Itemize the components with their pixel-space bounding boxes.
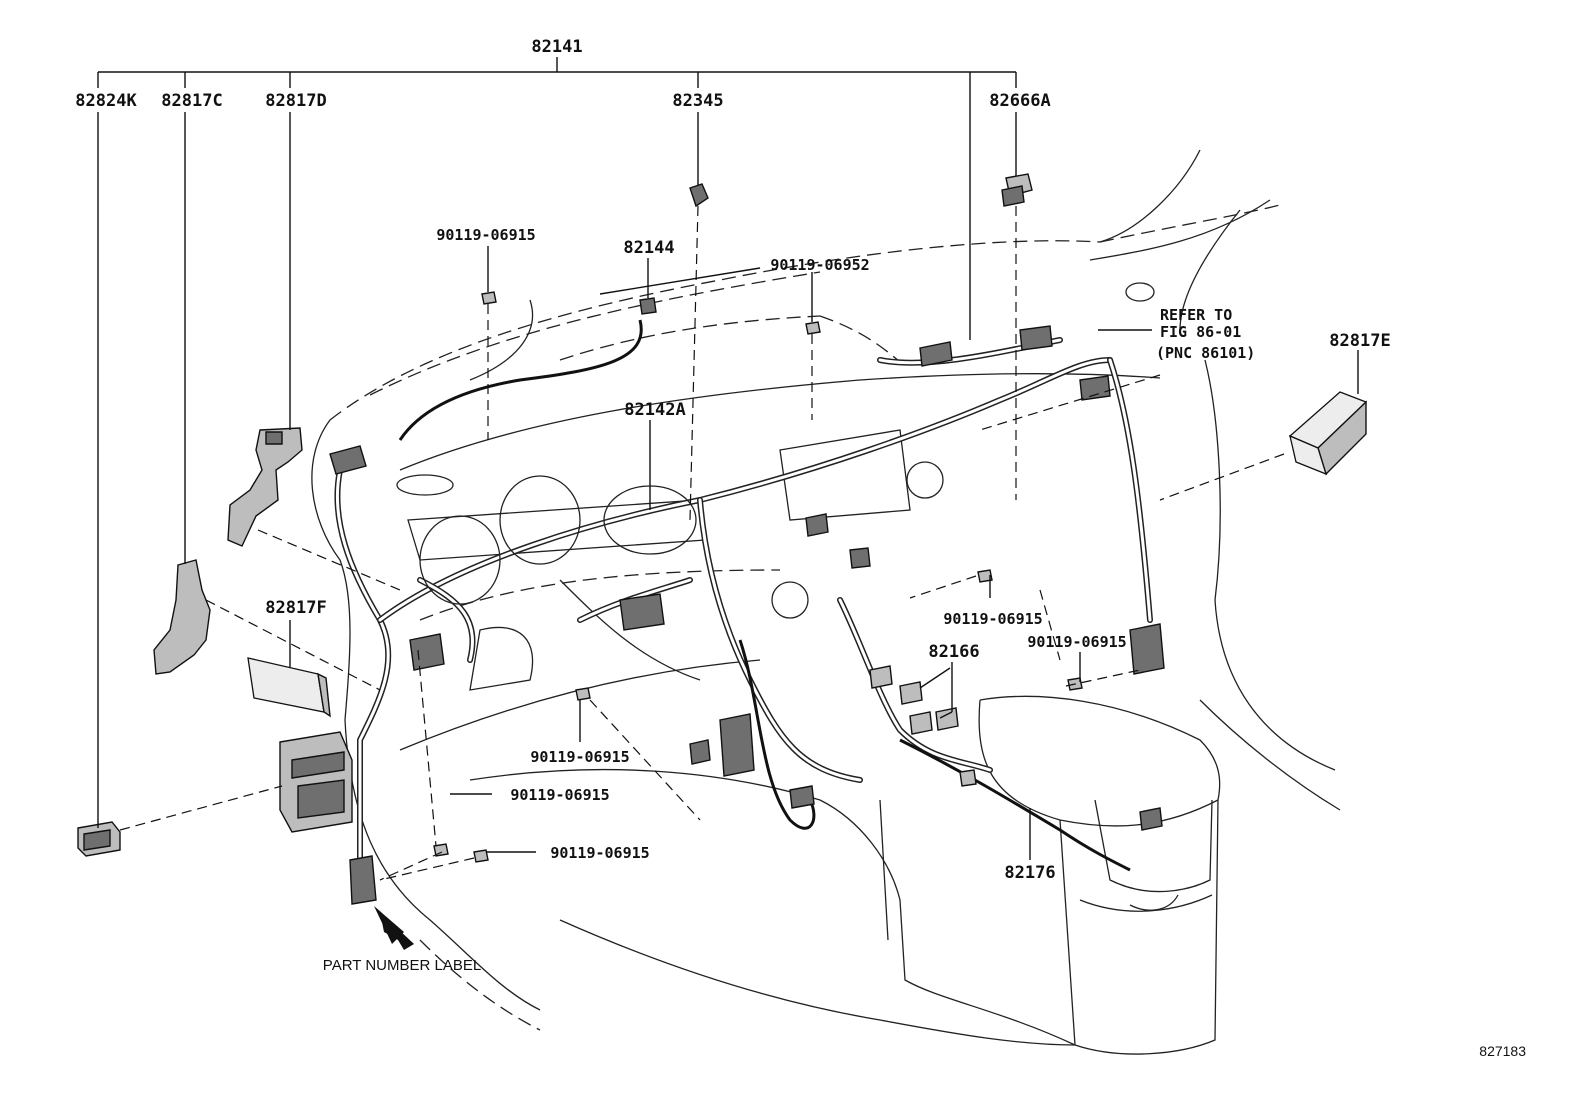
refer-note-line2: FIG 86-01 <box>1160 323 1241 341</box>
bolts <box>433 291 1083 863</box>
part-82817C-bracket <box>153 559 211 675</box>
instrument-panel-outline <box>311 149 1341 1055</box>
part-82817E-box <box>1288 391 1368 476</box>
harness-connectors <box>329 297 1165 905</box>
callout-82817F: 82817F <box>265 598 326 618</box>
callout-90119-06952: 90119-06952 <box>770 256 869 274</box>
refer-note-line1: REFER TO <box>1160 306 1232 324</box>
callout-82345: 82345 <box>672 91 723 111</box>
part-82345-clip <box>689 183 709 208</box>
part-82824K-connector <box>77 821 121 857</box>
part-82142A-cluster <box>419 475 697 605</box>
junction-box-left <box>279 731 353 833</box>
callout-82666A: 82666A <box>989 91 1050 111</box>
antenna-cord-82144 <box>398 319 643 441</box>
refer-note-line3: (PNC 86101) <box>1156 344 1255 362</box>
part-82817F-block <box>247 657 331 718</box>
figure-id: 827183 <box>1479 1043 1526 1059</box>
bolt-icon <box>481 291 497 305</box>
callout-82817D: 82817D <box>265 91 326 111</box>
callout-labels: 82141 82824K 82817C 82817D 82345 82666A … <box>75 37 1526 1059</box>
callout-90119-06915-left2: 90119-06915 <box>550 844 649 862</box>
part-82666A-clip <box>1001 173 1033 207</box>
bolt-icon <box>433 843 449 857</box>
callout-90119-06915-right1: 90119-06915 <box>943 610 1042 628</box>
bolt-icon <box>805 321 821 335</box>
bolt-icon <box>575 687 591 701</box>
callout-82176: 82176 <box>1004 863 1055 883</box>
callout-82141: 82141 <box>531 37 582 57</box>
callout-82817C: 82817C <box>161 91 222 111</box>
cord-lower <box>738 639 816 830</box>
part-82166-relays <box>869 665 977 787</box>
bolt-icon <box>977 569 993 583</box>
callout-82142A: 82142A <box>624 400 685 420</box>
callout-90119-06915-mid: 90119-06915 <box>530 748 629 766</box>
callout-82166: 82166 <box>928 642 979 662</box>
assembly-dashed-lines <box>119 205 1285 881</box>
callout-82824K: 82824K <box>75 91 137 111</box>
part-number-label-text: PART NUMBER LABEL <box>323 957 481 974</box>
callout-90119-06915-right2: 90119-06915 <box>1027 633 1126 651</box>
leader-lines <box>97 57 1359 860</box>
callout-82144: 82144 <box>623 238 674 258</box>
part-number-arrow-icon <box>374 906 414 950</box>
bolt-icon <box>473 849 489 863</box>
callout-82817E: 82817E <box>1329 331 1390 351</box>
callout-90119-06915-left1: 90119-06915 <box>510 786 609 804</box>
cord-82176 <box>899 738 1131 872</box>
part-82817D-bracket <box>227 427 303 547</box>
callout-90119-06915-top: 90119-06915 <box>436 226 535 244</box>
